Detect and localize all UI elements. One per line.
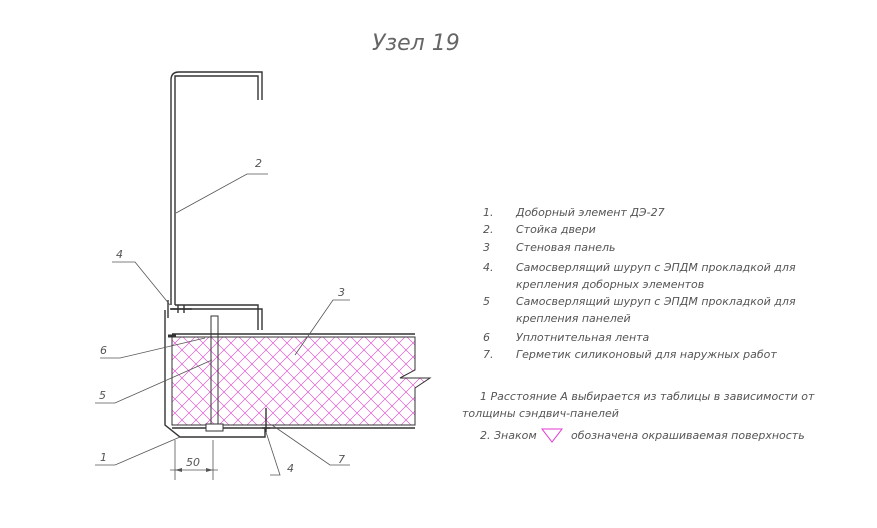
legend-text-6: Уплотнительная лента [516,331,650,344]
leader-4-top [112,261,171,306]
legend-num-3: 3 [483,241,490,254]
leader-2 [175,173,268,214]
legend-text-2: Стойка двери [516,223,596,236]
legend-num-5: 5 [483,295,490,308]
panel-screw-head [205,423,224,432]
sandwich-panel [171,336,432,426]
door-post-flange [171,304,263,330]
callout-6: 6 [100,344,107,357]
legend-num-4: 4. [483,261,494,274]
leader-4-bottom [265,431,281,476]
legend-text-7: Герметик силиконовый для наружных работ [516,348,777,361]
legend-num-2: 2. [483,223,494,236]
legend-text-3: Стеновая панель [516,241,616,254]
legend-text-4a: Самосверлящий шуруп с ЭПДМ прокладкой дл… [516,261,796,274]
callout-2: 2 [255,157,262,170]
callout-5: 5 [99,389,106,402]
legend: 1. Доборный элемент ДЭ-27 2. Стойка двер… [483,206,796,361]
legend-num-6: 6 [483,331,490,344]
legend-num-1: 1. [483,206,494,219]
note-1-line-1: 1 Расстояние А выбирается из таблицы в з… [480,390,815,403]
callout-1: 1 [100,451,107,464]
leader-3 [294,299,350,356]
note-2-suffix: обозначена окрашиваемая поверхность [571,429,805,442]
door-post-profile [170,71,263,305]
callout-3: 3 [338,286,345,299]
leader-5 [95,359,213,404]
note-1-line-2: толщины сэндвич-панелей [462,407,619,420]
legend-text-1: Доборный элемент ДЭ-27 [515,206,665,219]
note-2-prefix: 2. Знаком [480,429,537,442]
callout-7: 7 [338,453,345,466]
callout-4-top: 4 [116,248,123,261]
callout-4-bottom: 4 [287,462,294,475]
dimension-value: 50 [186,456,200,469]
leader-1 [95,436,181,466]
trim-screw-top [167,300,192,318]
trim-screw-bottom [262,408,270,432]
leader-7 [271,424,350,466]
paint-surface-triangle-icon [540,428,564,443]
legend-text-5b: крепления панелей [516,312,631,325]
drawing-title: Узел 19 [372,31,460,56]
leader-6 [100,337,206,359]
legend-text-4b: крепления доборных элементов [516,278,704,291]
legend-text-5a: Самосверлящий шуруп с ЭПДМ прокладкой дл… [516,295,796,308]
legend-num-7: 7. [483,348,494,361]
notes: 1 Расстояние А выбирается из таблицы в з… [462,390,815,443]
